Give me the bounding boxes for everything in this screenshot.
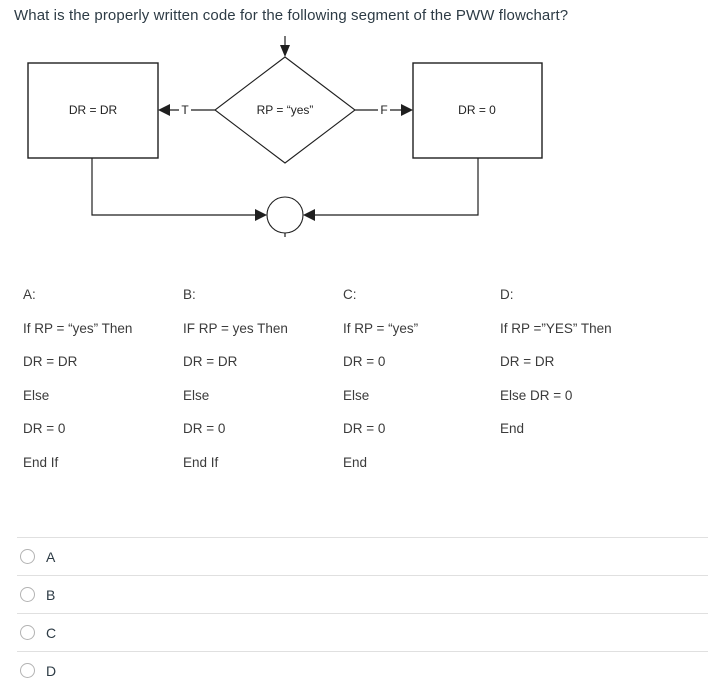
answer-list: A B C D bbox=[17, 537, 708, 687]
answer-row-c[interactable]: C bbox=[17, 613, 708, 651]
false-branch-label: F bbox=[380, 103, 387, 117]
true-action-label: DR = DR bbox=[69, 103, 118, 117]
radio-button-a[interactable] bbox=[20, 549, 35, 564]
true-to-connector-line bbox=[91, 158, 255, 216]
code-line: IF RP = yes Then bbox=[183, 320, 288, 336]
false-action-label: DR = 0 bbox=[458, 103, 496, 117]
code-line: Else bbox=[183, 387, 210, 403]
option-column-d: D: If RP =”YES” Then DR = DR Else DR = 0… bbox=[500, 278, 670, 446]
false-action-box bbox=[412, 62, 543, 159]
flowchart-image: RP = “yes” T F DR = DR DR = 0 bbox=[27, 36, 543, 237]
option-column-c: C: If RP = “yes” DR = 0 Else DR = 0 End bbox=[343, 278, 513, 479]
answer-row-d[interactable]: D bbox=[17, 651, 708, 687]
radio-button-c[interactable] bbox=[20, 625, 35, 640]
entry-arrowhead-icon bbox=[280, 45, 290, 57]
true-label-bg bbox=[179, 101, 191, 118]
left-connector-arrowhead-icon bbox=[255, 209, 267, 221]
code-line: DR = 0 bbox=[343, 421, 386, 436]
answer-label: D bbox=[46, 662, 57, 679]
question-title: What is the properly written code for th… bbox=[14, 7, 569, 24]
code-line: End If bbox=[183, 454, 219, 470]
code-line: DR = 0 bbox=[343, 354, 386, 369]
decision-label: RP = “yes” bbox=[257, 103, 314, 117]
code-line: If RP = “yes” bbox=[343, 320, 419, 336]
junction-circle bbox=[266, 196, 304, 234]
false-label-bg bbox=[378, 101, 390, 118]
answer-label: A bbox=[46, 548, 56, 565]
option-column-a: A: If RP = “yes” Then DR = DR Else DR = … bbox=[23, 278, 193, 479]
code-line: DR = DR bbox=[500, 354, 555, 369]
decision-diamond bbox=[214, 56, 356, 164]
code-line: DR = 0 bbox=[23, 421, 66, 436]
code-line: Else DR = 0 bbox=[500, 387, 573, 403]
option-label: A: bbox=[23, 287, 36, 302]
answer-row-b[interactable]: B bbox=[17, 575, 708, 613]
code-line: Else bbox=[343, 387, 370, 403]
right-connector-arrowhead-icon bbox=[303, 209, 315, 221]
code-line: DR = 0 bbox=[183, 421, 226, 436]
answer-label: C bbox=[46, 624, 57, 641]
code-line: End If bbox=[23, 454, 59, 470]
answer-row-a[interactable]: A bbox=[17, 537, 708, 575]
option-label: C: bbox=[343, 287, 357, 302]
true-branch-label: T bbox=[181, 103, 189, 117]
false-arrowhead-icon bbox=[401, 104, 413, 116]
code-line: DR = DR bbox=[23, 354, 78, 369]
code-line: If RP = “yes” Then bbox=[23, 320, 133, 336]
answer-label: B bbox=[46, 586, 56, 603]
option-label: D: bbox=[500, 287, 514, 302]
false-to-connector-line bbox=[315, 158, 479, 216]
true-action-box bbox=[27, 62, 159, 159]
radio-button-b[interactable] bbox=[20, 587, 35, 602]
code-line: End bbox=[343, 454, 368, 470]
option-label: B: bbox=[183, 287, 196, 302]
code-line: If RP =”YES” Then bbox=[500, 320, 612, 336]
code-line: DR = DR bbox=[183, 354, 238, 369]
option-column-b: B: IF RP = yes Then DR = DR Else DR = 0 … bbox=[183, 278, 353, 479]
true-arrowhead-icon bbox=[158, 104, 170, 116]
radio-button-d[interactable] bbox=[20, 663, 35, 678]
code-line: End bbox=[500, 421, 525, 436]
code-line: Else bbox=[23, 387, 50, 403]
